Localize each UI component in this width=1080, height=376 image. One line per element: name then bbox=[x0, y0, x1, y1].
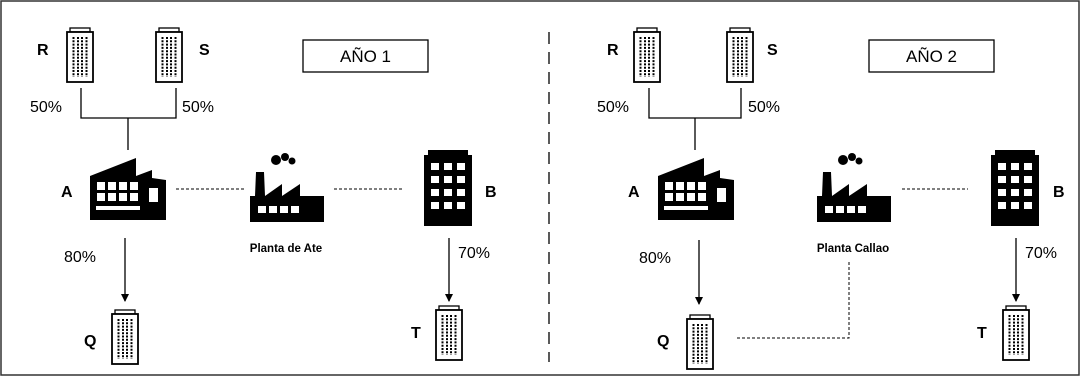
entity-b-label: B bbox=[1053, 184, 1065, 201]
pct-r-to-a: 50% bbox=[597, 99, 629, 116]
entity-r-label: R bbox=[607, 42, 619, 59]
office-building-icon bbox=[435, 305, 463, 361]
office-building-icon bbox=[66, 27, 94, 83]
office-building-icon bbox=[111, 309, 139, 365]
tower-building-icon bbox=[991, 150, 1039, 226]
entity-s-label: S bbox=[199, 42, 210, 59]
pct-b-to-t: 70% bbox=[1025, 245, 1057, 262]
year-box bbox=[868, 39, 995, 73]
pct-b-to-t: 70% bbox=[458, 245, 490, 262]
pct-r-to-a: 50% bbox=[30, 99, 62, 116]
office-building-icon bbox=[155, 27, 183, 83]
plant-label: Planta Callao bbox=[817, 243, 889, 255]
office-building-icon bbox=[1002, 305, 1030, 361]
entity-t-label: T bbox=[977, 325, 987, 342]
year-label: AÑO 1 bbox=[340, 47, 391, 66]
entity-a-label: A bbox=[61, 184, 73, 201]
pct-s-to-a: 50% bbox=[748, 99, 780, 116]
tower-building-icon bbox=[424, 150, 472, 226]
pct-a-to-q: 80% bbox=[64, 249, 96, 266]
office-building-icon bbox=[726, 27, 754, 83]
entity-q-label: Q bbox=[657, 333, 669, 350]
entity-a-label: A bbox=[628, 184, 640, 201]
office-building-icon bbox=[686, 314, 714, 370]
year-box bbox=[302, 39, 429, 73]
panel-year-1: AÑO 1 R S 50% 50% A Planta de Ate B 80% … bbox=[30, 27, 497, 365]
plant-label: Planta de Ate bbox=[250, 243, 322, 255]
entity-b-label: B bbox=[485, 184, 497, 201]
panel-year-2: AÑO 2 R S 50% 50% A Planta Callao B 80% … bbox=[597, 27, 1065, 370]
entity-r-label: R bbox=[37, 42, 49, 59]
pct-a-to-q: 80% bbox=[639, 250, 671, 267]
entity-q-label: Q bbox=[84, 333, 96, 350]
entity-t-label: T bbox=[411, 325, 421, 342]
year-label: AÑO 2 bbox=[906, 47, 957, 66]
office-building-icon bbox=[633, 27, 661, 83]
entity-s-label: S bbox=[767, 42, 778, 59]
dashed-link-q-to-plant bbox=[737, 262, 850, 339]
pct-s-to-a: 50% bbox=[182, 99, 214, 116]
